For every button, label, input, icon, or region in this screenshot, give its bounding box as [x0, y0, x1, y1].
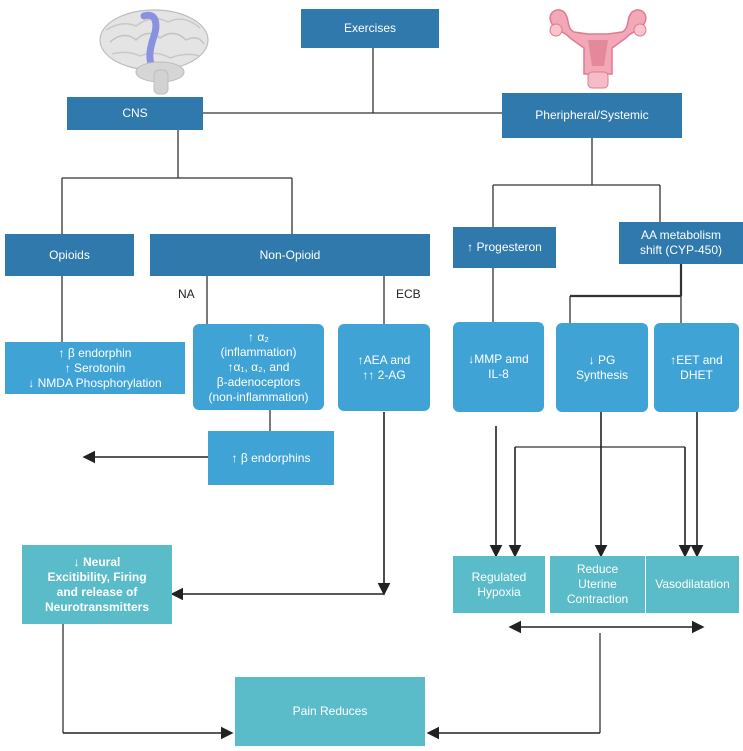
uterine-line-2: Uterine — [578, 577, 617, 591]
neural-line-1: ↓ Neural — [73, 554, 121, 569]
opioid-effect-1: ↑ β endorphin — [58, 345, 132, 360]
mmp-line-2: IL-8 — [488, 367, 509, 381]
ecb-effect-1: ↑AEA and — [357, 352, 411, 367]
vaso-label: Vasodilatation — [655, 577, 730, 591]
opioids-label: Opioids — [49, 247, 90, 262]
uterine-box: Reduce Uterine Contraction — [550, 556, 645, 613]
cns-label: CNS — [122, 106, 148, 120]
ecb-effects-box: ↑AEA and ↑↑ 2-AG — [338, 324, 430, 411]
eet-box: ↑EET and DHET — [654, 323, 739, 412]
na-effect-5: (non-inflammation) — [208, 389, 309, 404]
peripheral-box: Pheripheral/Systemic — [502, 93, 682, 138]
progesteron-label: ↑ Progesteron — [467, 240, 542, 254]
opioid-effects-box: ↑ β endorphin ↑ Serotonin ↓ NMDA Phospho… — [5, 342, 185, 394]
hypoxia-line-2: Hypoxia — [477, 584, 521, 599]
uterine-line-1: Reduce — [576, 562, 619, 576]
aa-shift-box: AA metabolism shift (CYP-450) — [619, 222, 743, 264]
beta-endorphins-label: ↑ β endorphins — [231, 450, 311, 465]
non-opioid-label: Non-Opioid — [259, 247, 321, 262]
na-effect-3: ↑α₁, α₂, and — [227, 359, 290, 374]
hypoxia-line-1: Regulated — [471, 569, 527, 584]
pain-reduces-label: Pain Reduces — [292, 704, 368, 718]
neural-line-3: and release of — [56, 584, 138, 599]
non-opioid-box: Non-Opioid — [150, 234, 430, 276]
hypoxia-box: Regulated Hypoxia — [453, 556, 545, 613]
neural-line-2: Excitibility, Firing — [47, 569, 147, 584]
ecb-label: ECB — [396, 287, 421, 301]
ecb-effect-2: ↑↑ 2-AG — [362, 367, 406, 382]
na-label: NA — [178, 287, 195, 301]
pg-line-2: Synthesis — [575, 367, 629, 382]
peripheral-label: Pheripheral/Systemic — [535, 108, 649, 122]
pain-reduces-box: Pain Reduces — [235, 677, 425, 746]
pg-box: ↓ PG Synthesis — [556, 323, 648, 412]
na-effect-1: ↑ α₂ — [248, 329, 269, 344]
na-effect-2: (inflammation) — [220, 344, 297, 359]
opioids-box: Opioids — [5, 234, 134, 276]
aa-shift-line-2: shift (CYP-450) — [639, 243, 723, 257]
exercises-label: Exercises — [343, 21, 396, 35]
eet-line-2: DHET — [680, 367, 713, 382]
beta-endorphins-box: ↑ β endorphins — [208, 431, 334, 485]
mmp-box: ↓MMP amd IL-8 — [453, 322, 544, 412]
uterus-icon — [549, 9, 647, 89]
na-effect-4: β-adenoceptors — [216, 374, 301, 389]
pg-line-1: ↓ PG — [588, 352, 616, 367]
eet-line-1: ↑EET and — [670, 352, 723, 367]
exercises-box: Exercises — [301, 9, 439, 48]
uterine-line-3: Contraction — [566, 592, 629, 606]
na-effects-box: ↑ α₂ (inflammation) ↑α₁, α₂, and β-adeno… — [193, 324, 324, 410]
brain-icon — [99, 9, 209, 95]
vaso-box: Vasodilatation — [646, 556, 739, 613]
neural-line-4: Neurotransmitters — [44, 599, 150, 614]
progesteron-box: ↑ Progesteron — [453, 227, 556, 268]
opioid-effect-3: ↓ NMDA Phosphorylation — [28, 375, 162, 390]
neural-box: ↓ Neural Excitibility, Firing and releas… — [22, 545, 172, 624]
aa-shift-line-1: AA metabolism — [640, 228, 722, 242]
cns-box: CNS — [67, 97, 203, 130]
mmp-line-1: ↓MMP amd — [468, 352, 529, 366]
opioid-effect-2: ↑ Serotonin — [64, 360, 126, 375]
